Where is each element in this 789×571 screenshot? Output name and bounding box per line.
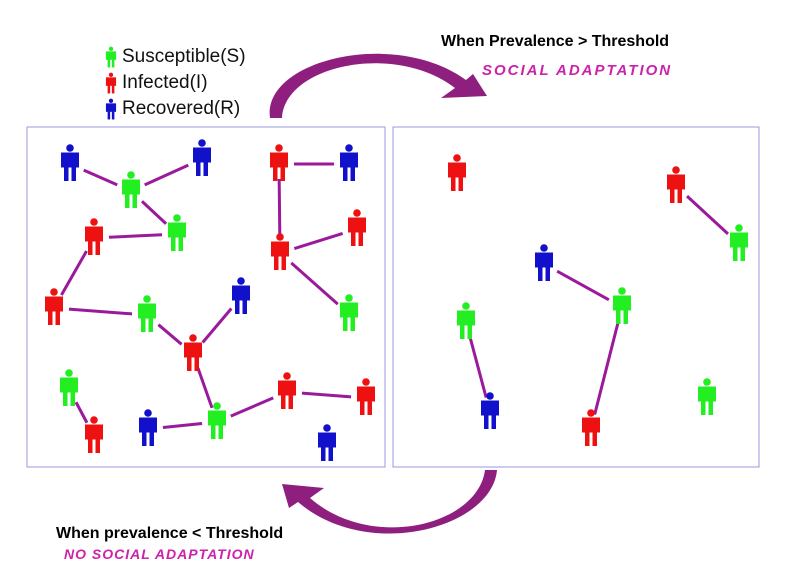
- left-edge-L14-L12: [201, 307, 233, 344]
- left-edge-L8-L13: [290, 261, 339, 306]
- legend: Susceptible(S) Infected(I) Recovered(R): [104, 44, 246, 122]
- top-action-label: SOCIAL ADAPTATION: [482, 62, 673, 79]
- person-icon-susceptible: [105, 46, 117, 68]
- left-network-panel: [26, 126, 386, 468]
- left-edge-L6-L10: [60, 250, 88, 296]
- bottom-cycle-arrow: [282, 470, 497, 534]
- legend-item-infected: Infected(I): [104, 70, 246, 96]
- network-edges: [60, 162, 729, 429]
- bottom-condition-label: When prevalence < Threshold: [56, 525, 284, 542]
- right-edge-R2-R3: [686, 195, 729, 235]
- right-edge-R5-R8: [593, 321, 620, 415]
- right-edge-R4-R5: [556, 269, 610, 302]
- left-edge-L18-L19: [230, 396, 274, 418]
- left-edge-L10-L11: [68, 307, 133, 316]
- right-network-panel: [392, 126, 760, 468]
- legend-item-susceptible: Susceptible(S): [104, 44, 246, 70]
- legend-label: Recovered(R): [122, 98, 241, 119]
- top-cycle-arrow: [269, 53, 487, 118]
- left-edge-L2-L3: [144, 163, 189, 187]
- left-edge-L17-L18: [162, 422, 203, 429]
- left-edge-L1-L2: [83, 168, 118, 187]
- left-edge-L4-L8: [277, 178, 282, 239]
- legend-item-recovered: Recovered(R): [104, 96, 246, 122]
- left-edge-L2-L7: [140, 200, 168, 225]
- bottom-action-label: NO SOCIAL ADAPTATION: [64, 546, 255, 562]
- left-edge-L11-L14: [157, 323, 183, 346]
- left-edge-L8-L9: [293, 232, 344, 250]
- top-condition-label: When Prevalence > Threshold: [441, 33, 670, 50]
- left-edge-L6-L7: [108, 233, 163, 239]
- legend-label: Susceptible(S): [122, 46, 246, 67]
- left-edge-L19-L20: [301, 391, 352, 399]
- person-icon-infected: [105, 72, 117, 94]
- right-edge-R6-R7: [468, 336, 488, 398]
- left-edge-L15-L16: [74, 401, 89, 424]
- left-edge-L14-L18: [196, 367, 214, 409]
- legend-label: Infected(I): [122, 72, 208, 93]
- person-icon-recovered: [105, 98, 117, 120]
